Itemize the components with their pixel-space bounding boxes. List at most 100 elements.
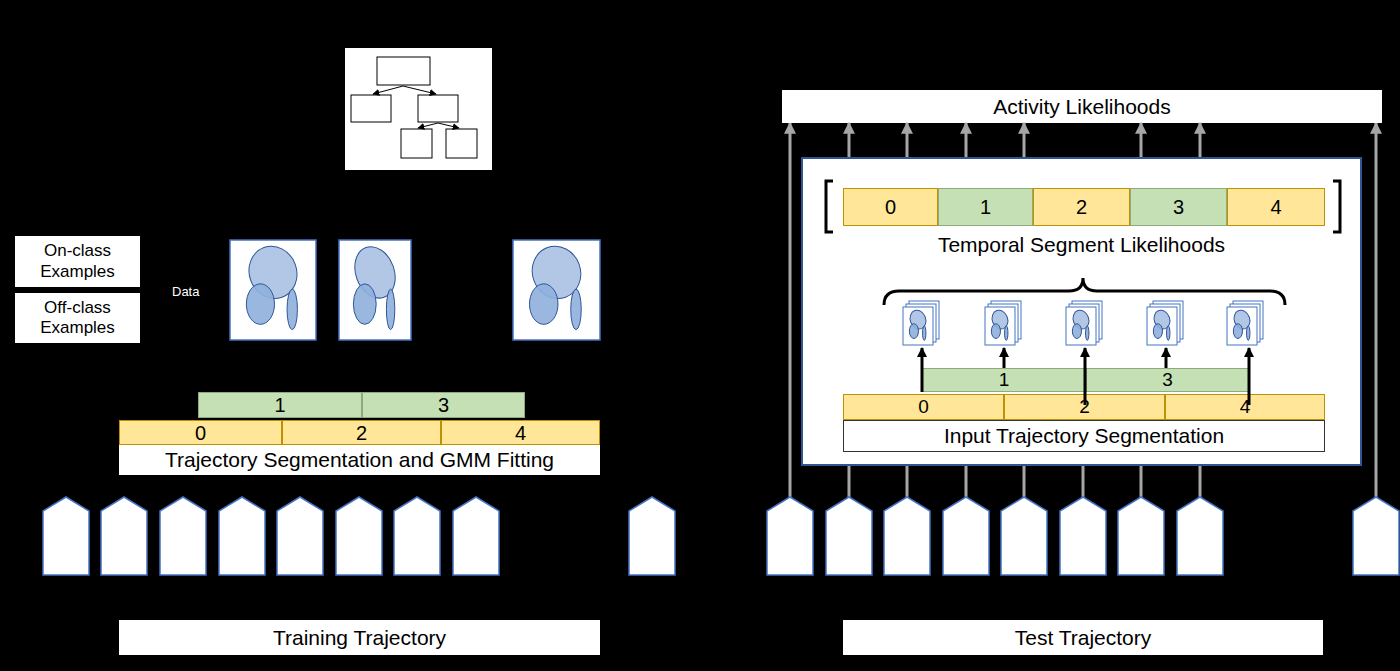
gaussian-ellipse — [989, 308, 1010, 331]
tree-icon — [345, 48, 492, 170]
gaussian-ellipse — [1086, 326, 1089, 341]
gmm-panel — [230, 239, 316, 340]
likelihood-arrow — [965, 123, 968, 157]
segment-cell: 4 — [441, 420, 600, 445]
flow-line — [789, 123, 792, 497]
tree-arrow — [418, 123, 438, 128]
node-text: 1 — [999, 369, 1010, 392]
gmm-frame — [339, 240, 411, 340]
gmm-frame — [1150, 304, 1180, 342]
data-label: Data — [172, 284, 199, 299]
gaussian-ellipse — [1151, 308, 1172, 331]
likelihood-cell: 1 — [938, 188, 1033, 226]
gaussian-ellipse — [1233, 324, 1242, 339]
trajectory-point — [884, 497, 930, 575]
node-text: 1 — [274, 393, 285, 417]
node-text: 2 — [1079, 396, 1090, 419]
node-text: 0 — [195, 421, 206, 445]
gaussian-ellipse — [353, 284, 376, 324]
gmm-frame — [991, 301, 1021, 339]
node-text: Off-class Examples — [36, 298, 119, 339]
likelihood-arrow — [1023, 123, 1026, 157]
likelihood-arrow — [848, 123, 851, 157]
trajectory-point — [101, 497, 147, 575]
node-text: 3 — [438, 393, 449, 417]
gmm-frame — [985, 307, 1015, 345]
gaussian-ellipse — [386, 289, 394, 329]
input-arrow — [1248, 348, 1251, 405]
trajectory-point — [1177, 497, 1223, 575]
tree-box — [418, 95, 458, 122]
gaussian-ellipse — [909, 324, 918, 339]
input-arrow — [921, 348, 924, 392]
gmm-frame — [1227, 307, 1257, 345]
gaussian-ellipse — [1247, 326, 1250, 341]
trajectory-point — [453, 497, 499, 575]
gaussian-ellipse — [287, 289, 297, 329]
trajectory-point — [1060, 497, 1106, 575]
gmm-frame — [903, 307, 933, 345]
gmm-frame — [988, 304, 1018, 342]
trajectory-point — [1118, 497, 1164, 575]
tree-arrow — [373, 86, 403, 94]
likelihood-cell: 4 — [1227, 188, 1325, 226]
trajectory-point — [277, 497, 323, 575]
caption-box: Input Trajectory Segmentation — [843, 420, 1325, 452]
tree-frame — [345, 48, 492, 170]
likelihood-cell: 2 — [1033, 188, 1130, 226]
gaussian-ellipse — [246, 284, 274, 324]
caption-box: Test Trajectory — [843, 620, 1323, 655]
gmm-stack — [985, 301, 1021, 345]
gaussian-ellipse — [1005, 326, 1008, 341]
gmm-frame — [1069, 304, 1099, 342]
trajectory-layer — [43, 123, 1399, 575]
gaussian-ellipse — [991, 324, 1000, 339]
gmm-frame — [1066, 307, 1096, 345]
trajectory-point — [629, 497, 675, 575]
node-text: 3 — [1162, 369, 1173, 392]
node-text: Input Trajectory Segmentation — [944, 423, 1224, 448]
tree-box — [377, 57, 430, 85]
node-text: Training Trajectory — [273, 625, 446, 650]
left-bracket — [826, 181, 833, 232]
segment-cell: 1 — [198, 392, 362, 418]
gaussian-ellipse — [1231, 308, 1252, 331]
node-text: Activity Likelihoods — [993, 94, 1170, 119]
gmm-panel — [339, 240, 411, 340]
gmm-stack — [1227, 301, 1263, 345]
gmm-frame — [1230, 304, 1260, 342]
gaussian-ellipse — [1153, 324, 1162, 339]
gmm-frame — [1072, 301, 1102, 339]
node-text: 0 — [885, 195, 896, 219]
node-text: 1 — [980, 195, 991, 219]
node-text: 4 — [515, 421, 526, 445]
likelihood-arrow — [906, 123, 909, 157]
node-text: Trajectory Segmentation and GMM Fitting — [165, 447, 554, 472]
gmm-panel — [513, 239, 600, 340]
trajectory-point — [826, 497, 872, 575]
tree-box — [401, 129, 432, 158]
gmm-frame — [230, 240, 316, 340]
gaussian-ellipse — [1167, 326, 1170, 341]
node-text: Test Trajectory — [1015, 625, 1152, 650]
curly-brace — [884, 278, 1285, 305]
tree-box — [446, 129, 477, 158]
trajectory-point — [767, 497, 813, 575]
gaussian-ellipse — [571, 289, 582, 329]
trajectory-point — [394, 497, 440, 575]
example-box: On-class Examples — [15, 236, 140, 287]
right-bracket — [1333, 181, 1340, 232]
trajectory-point — [1353, 497, 1399, 575]
trajectory-point — [160, 497, 206, 575]
likelihood-cell: 0 — [843, 188, 938, 226]
segment-cell: 0 — [843, 394, 1004, 420]
example-box: Off-class Examples — [15, 293, 140, 343]
segment-cell: 3 — [1086, 368, 1249, 392]
input-arrow — [1165, 348, 1168, 368]
input-arrow — [1003, 348, 1006, 368]
gaussian-ellipse — [907, 308, 928, 331]
gmm-stack — [1147, 301, 1183, 345]
input-arrow — [1084, 348, 1087, 405]
segment-cell: 2 — [1004, 394, 1165, 420]
